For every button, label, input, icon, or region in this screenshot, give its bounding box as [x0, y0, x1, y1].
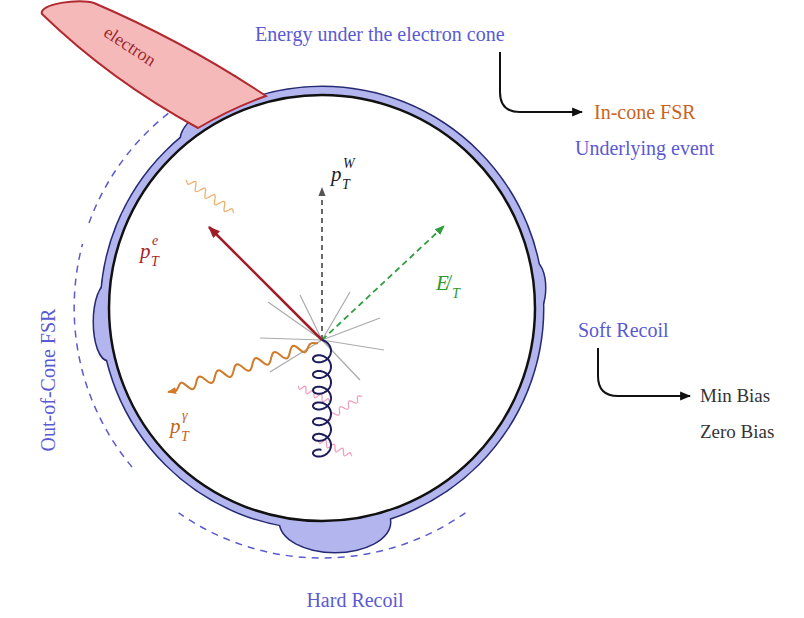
- cone-outline: [42, 1, 266, 128]
- pointer-arrow: [500, 52, 582, 112]
- detector-circle: [109, 95, 535, 521]
- region-label: Out-of-Cone FSR: [38, 309, 58, 452]
- superscript: e: [152, 234, 158, 248]
- met-vector: [322, 226, 444, 340]
- region-arc: [179, 513, 466, 558]
- cone-outline: [20, 0, 280, 140]
- subscript: T: [151, 255, 159, 269]
- photon-line: [168, 343, 318, 392]
- sample-label: Min Bias: [700, 386, 770, 405]
- vector-symbol: p: [331, 164, 342, 185]
- electron-cone: electron: [20, 0, 280, 140]
- superscript: W: [343, 157, 355, 171]
- calorimeter-deposit: [94, 84, 545, 552]
- pointer-arrow: [598, 348, 690, 396]
- photon-line: [186, 180, 234, 213]
- subscript: T: [342, 178, 350, 192]
- annotation-text: Energy under the electron cone: [255, 24, 505, 44]
- electron-vector: [209, 227, 322, 340]
- region-arc: [74, 244, 132, 467]
- sample-label: Zero Bias: [700, 422, 774, 441]
- annotation-text: Underlying event: [575, 138, 714, 158]
- subscript: T: [181, 430, 189, 444]
- gluon-radiation: [318, 440, 352, 456]
- annotation-text: In-cone FSR: [594, 102, 696, 122]
- superscript: γ: [182, 409, 188, 423]
- w-vector: [321, 188, 323, 340]
- gluon-line: [313, 340, 331, 457]
- vector-symbol: p: [170, 416, 181, 437]
- particle-lines: [168, 180, 362, 457]
- vector-symbol: E̸: [436, 273, 449, 294]
- region-arc: [74, 75, 465, 558]
- region-label: Hard Recoil: [306, 590, 403, 610]
- annotation-text: Soft Recoil: [578, 320, 669, 340]
- vector-symbol: p: [140, 241, 151, 262]
- subscript: T: [452, 287, 460, 301]
